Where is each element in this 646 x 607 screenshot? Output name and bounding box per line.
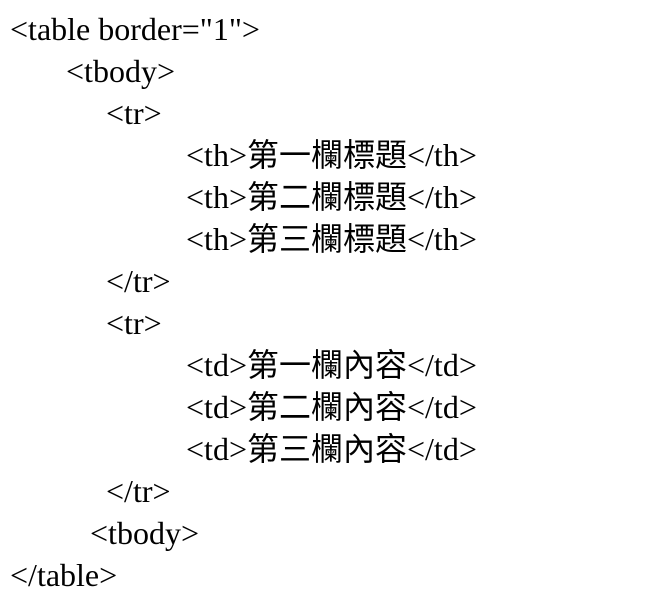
code-line: <th>第一欄標題</th> xyxy=(10,137,477,173)
code-line: <tr> xyxy=(10,95,162,131)
code-line: </tr> xyxy=(10,263,171,299)
code-line: <th>第二欄標題</th> xyxy=(10,179,477,215)
code-line: <tbody> xyxy=(10,53,175,89)
code-line: <tbody> xyxy=(10,515,199,551)
code-line: <td>第二欄內容</td> xyxy=(10,389,477,425)
code-line: <td>第三欄內容</td> xyxy=(10,431,477,467)
code-line: <table border="1"> xyxy=(10,11,260,47)
code-line: </table> xyxy=(10,557,118,593)
code-line: </tr> xyxy=(10,473,171,509)
code-line: <td>第一欄內容</td> xyxy=(10,347,477,383)
code-line: <th>第三欄標題</th> xyxy=(10,221,477,257)
code-line: <tr> xyxy=(10,305,162,341)
